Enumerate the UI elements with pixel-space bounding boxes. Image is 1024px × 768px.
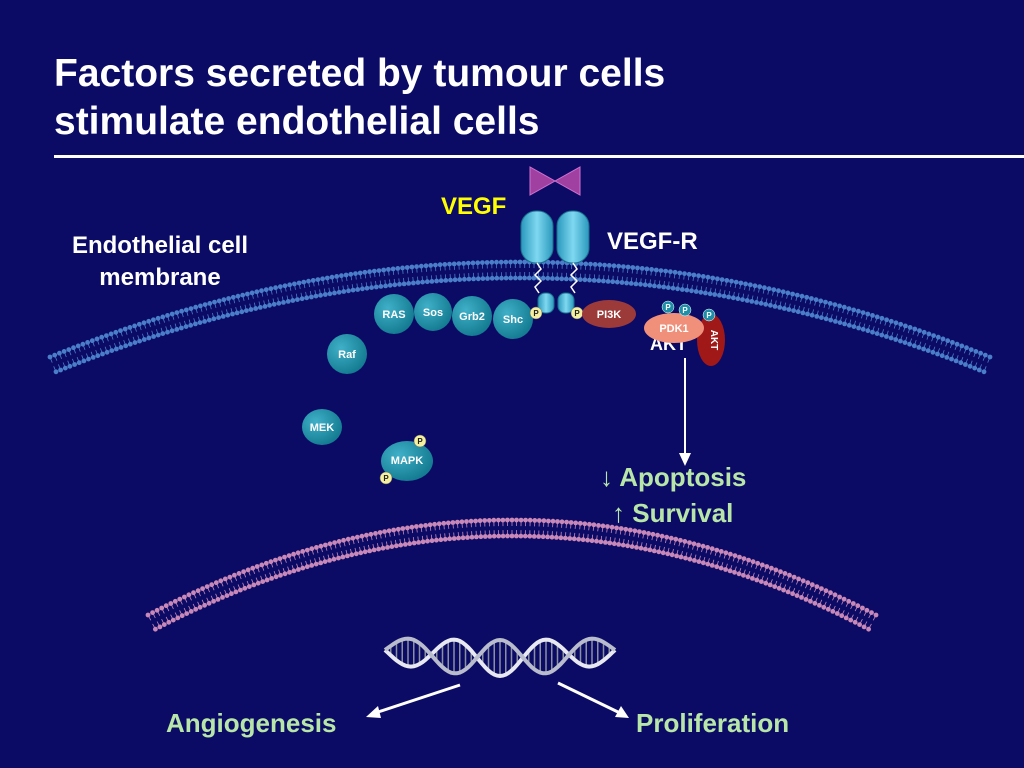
phospho-icon: P (665, 303, 671, 312)
shc-protein: Shc (493, 299, 533, 339)
slide-title: Factors secreted by tumour cells stimula… (54, 50, 954, 146)
membrane-label: Endothelial cell membrane (40, 230, 280, 294)
mek-protein: MEK (302, 409, 342, 445)
up-arrow-icon: ↑ (612, 498, 625, 528)
raf-protein: Raf (327, 334, 367, 374)
proliferation-arrow (557, 681, 629, 718)
akt-label: AKT (708, 330, 719, 351)
ras-label: RAS (382, 309, 405, 321)
vegf-receptor (520, 210, 590, 314)
dna-helix-icon (383, 636, 617, 679)
title-line-1: Factors secreted by tumour cells (54, 52, 666, 95)
proliferation-label: Proliferation (636, 708, 790, 738)
vegf-label: VEGF (441, 193, 507, 220)
down-arrow-icon: ↓ (600, 462, 613, 492)
ras-protein: RAS (374, 294, 414, 334)
phospho-icon: P (682, 306, 688, 315)
survival-label: Survival (632, 498, 734, 528)
membrane-label-line-2: membrane (99, 264, 221, 291)
grb2-protein: Grb2 (452, 296, 492, 336)
pi3k-protein: PI3K (582, 300, 636, 328)
phospho-icon: P (533, 309, 539, 318)
cell-membrane (47, 259, 993, 375)
akt-group: AKT AKT PDK1 P P P (644, 300, 725, 366)
vegf-ligand-icon (529, 166, 581, 196)
membrane-label-line-1: Endothelial cell (71, 232, 249, 259)
nuclear-membrane (145, 517, 879, 632)
phospho-icon: P (706, 311, 712, 320)
title-divider (54, 155, 1024, 158)
akt-signal-arrow (679, 358, 691, 466)
sos-protein: Sos (414, 293, 452, 331)
apoptosis-outcome: ↓ Apoptosis (600, 462, 746, 493)
shc-label: Shc (503, 314, 523, 326)
angiogenesis-arrow (366, 683, 461, 718)
phospho-icon: P (574, 309, 580, 318)
receptor-phospho: P P (529, 306, 584, 320)
phospho-icon: P (383, 474, 389, 483)
raf-label: Raf (338, 349, 356, 361)
mek-label: MEK (310, 422, 335, 434)
angiogenesis-label: Angiogenesis (166, 708, 337, 738)
apoptosis-label: Apoptosis (619, 462, 747, 492)
pi3k-label: PI3K (597, 309, 622, 321)
title-line-2: stimulate endothelial cells (54, 100, 540, 143)
vegf-r-label: VEGF-R (607, 228, 698, 255)
pdk1-label: PDK1 (659, 323, 688, 335)
sos-label: Sos (423, 307, 443, 319)
survival-outcome: ↑ Survival (612, 498, 733, 529)
phospho-icon: P (417, 437, 423, 446)
mapk-label: MAPK (391, 455, 423, 467)
mapk-protein: MAPK P P (379, 434, 433, 485)
grb2-label: Grb2 (459, 311, 485, 323)
